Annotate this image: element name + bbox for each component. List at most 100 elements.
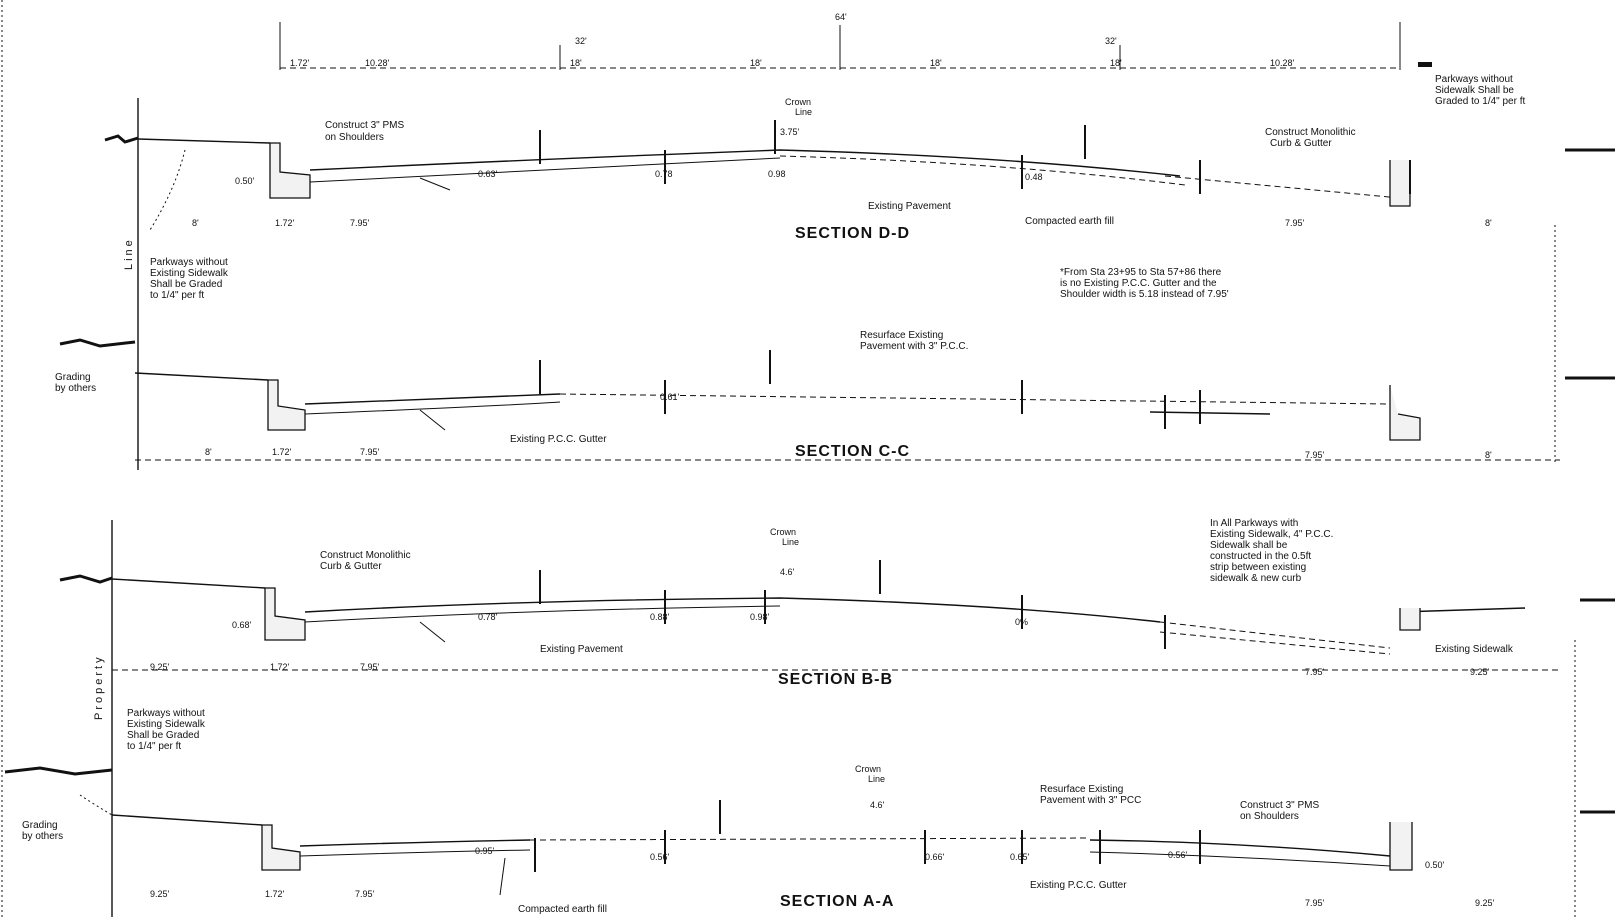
dd-shoulder-dim: 7.95' <box>350 218 370 228</box>
curb-right-aa <box>1389 822 1413 871</box>
ground-hatch-left <box>104 134 139 144</box>
aa-mid-grade5: 0.56' <box>1168 850 1188 860</box>
dd-far-right-dim: 8' <box>1485 218 1492 228</box>
bb-curb-dim: 1.72' <box>270 662 290 672</box>
dd-right-dim: 7.95' <box>1285 218 1305 228</box>
bb-far-right-dim: 9.25' <box>1470 667 1490 677</box>
ground-hatch-left-aa <box>4 766 113 776</box>
cc-mid-grade: 0.61' <box>660 392 680 402</box>
top-dim-curb: 1.72' <box>290 58 310 68</box>
bb-mid-grade2: 0.88' <box>650 612 670 622</box>
dd-mid-grade2: 0.98 <box>768 169 786 179</box>
cc-right-dim: 7.95' <box>1305 450 1325 460</box>
dd-existing-pavement: Existing Pavement <box>868 201 951 212</box>
curb-right-bb <box>1399 608 1421 631</box>
ground-hatch-left-bb <box>59 574 113 584</box>
bb-existing-sidewalk: Existing Sidewalk <box>1435 644 1514 655</box>
bb-line-label: Line <box>123 237 135 270</box>
top-dim-lane-left: 18' <box>570 58 582 68</box>
pavement-profile <box>309 149 1181 177</box>
dd-crown-dim: 3.75' <box>780 127 800 137</box>
aa-curb-dim: 1.72' <box>265 889 285 899</box>
top-dim-lane-center-right: 18' <box>930 58 942 68</box>
cc-existing-gutter: Existing P.C.C. Gutter <box>510 434 607 445</box>
cc-shoulder-dim: 7.95' <box>360 447 380 457</box>
bb-mid-grade3: 0.98' <box>750 612 770 622</box>
bb-existing-pavement: Existing Pavement <box>540 644 623 655</box>
aa-crown-dim: 4.6' <box>870 800 885 810</box>
top-dim-lane-center-left: 18' <box>750 58 762 68</box>
section-cc-title: SECTION C-C <box>795 443 910 460</box>
top-dim-left-half: 32' <box>575 36 587 46</box>
top-dimension-row: 64' 32' 32' 1.72' 10.28' 18' 18' 18' 18'… <box>279 12 1432 70</box>
aa-far-right-dim: 9.25' <box>1475 898 1495 908</box>
curb-left-aa <box>261 824 301 871</box>
aa-mid-grade3: 0.66' <box>925 852 945 862</box>
dd-left-grade: 0.63' <box>478 169 498 179</box>
bb-left-dim: 9.25' <box>150 662 170 672</box>
grade-tick-marks <box>534 120 1411 872</box>
bb-mid-grade1: 0.78' <box>478 612 498 622</box>
dd-mid-grade3: 0.48 <box>1025 172 1043 182</box>
aa-curb-height: 0.50' <box>1425 860 1445 870</box>
curb-right-cc <box>1389 385 1421 441</box>
aa-mid-grade1: 0.95' <box>475 846 495 856</box>
aa-shoulder-dim: 7.95' <box>355 889 375 899</box>
section-bb-title: SECTION B-B <box>778 671 893 688</box>
cc-pavement-line <box>559 393 1391 405</box>
bb-shoulder-dim: 7.95' <box>360 662 380 672</box>
bb-pavement-profile <box>304 597 1161 623</box>
bb-right-dim: 7.95' <box>1305 667 1325 677</box>
dd-left-dim: 8' <box>192 218 199 228</box>
top-dim-parkway: 10.28' <box>365 58 390 68</box>
section-aa-title: SECTION A-A <box>780 893 894 910</box>
dd-compacted-note: Compacted earth fill <box>1025 216 1114 227</box>
curb-right <box>1389 160 1411 207</box>
top-dim-parkway-right: 10.28' <box>1270 58 1295 68</box>
top-dim-center: 64' <box>835 12 847 22</box>
bb-curb-height: 0.68' <box>232 620 252 630</box>
aa-mid-grade2: 0.56' <box>650 852 670 862</box>
top-dim-lane-right: 18' <box>1110 58 1122 68</box>
bb-property-label: Property <box>93 654 105 720</box>
aa-mid-grade4: 0.65' <box>1010 852 1030 862</box>
dd-curb-dim: 1.72' <box>275 218 295 228</box>
dd-curb-height: 0.50' <box>235 176 255 186</box>
aa-pavement-line <box>529 837 1091 841</box>
ground-hatch-left-cc <box>59 338 136 348</box>
curb-left <box>269 142 311 199</box>
section-dd-title: SECTION D-D <box>795 225 910 242</box>
cc-far-right-dim: 8' <box>1485 450 1492 460</box>
bb-crown-dim: 4.6' <box>780 567 795 577</box>
cc-left-dim: 8' <box>205 447 212 457</box>
dd-mid-grade1: 0.78 <box>655 169 673 179</box>
aa-compacted-note: Compacted earth fill <box>518 904 607 915</box>
aa-left-dim: 9.25' <box>150 889 170 899</box>
curb-left-cc <box>267 379 306 431</box>
cc-curb-dim: 1.72' <box>272 447 292 457</box>
curb-left-bb <box>264 587 306 641</box>
aa-existing-gutter: Existing P.C.C. Gutter <box>1030 880 1127 891</box>
top-dim-right-half: 32' <box>1105 36 1117 46</box>
